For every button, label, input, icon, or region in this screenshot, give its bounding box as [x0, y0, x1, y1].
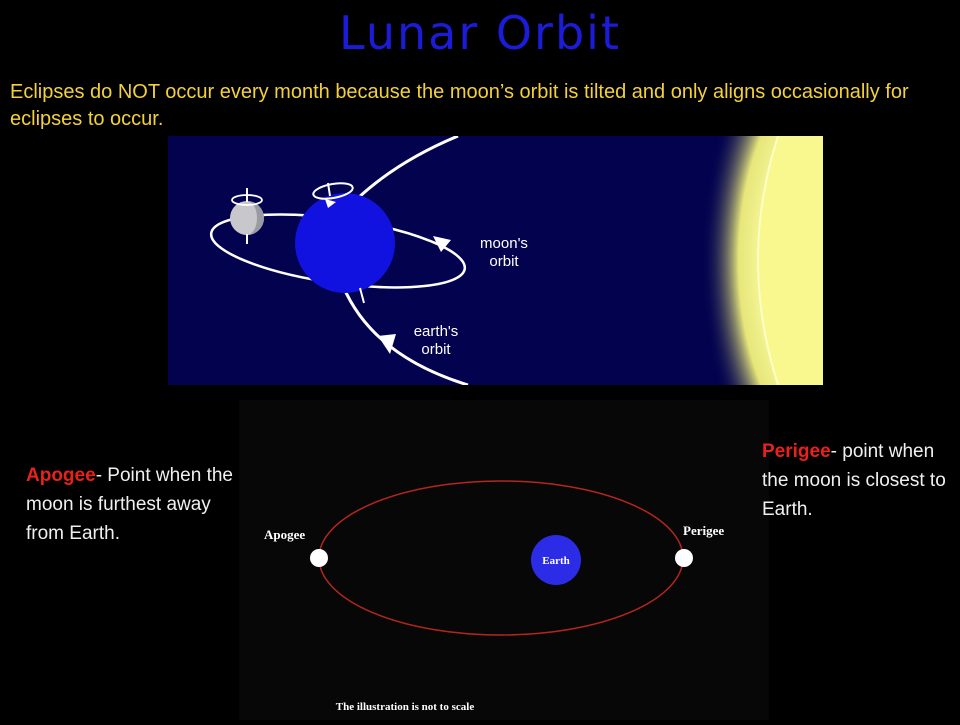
- apogee-definition: - Point when the moon is furthest away f…: [26, 465, 233, 544]
- moon-orbit-arrow: [433, 236, 451, 252]
- perigee-definition: - point when the moon is closest to Eart…: [762, 441, 946, 520]
- apsis-diagram: Earth Apogee Perigee The illustration is…: [239, 400, 769, 720]
- apogee-term: Apogee: [26, 465, 96, 486]
- earth-orbit-arrow: [378, 334, 396, 354]
- earth-orbit-label-1: earth's: [414, 323, 459, 340]
- moon-at-perigee: [675, 549, 693, 567]
- moon: [230, 201, 264, 235]
- perigee-caption: Perigee- point when the moon is closest …: [762, 437, 957, 524]
- apogee-diagram-label: Apogee: [264, 527, 305, 542]
- earth-label: Earth: [542, 555, 570, 567]
- perigee-diagram-label: Perigee: [683, 523, 724, 538]
- earth-circle: [531, 535, 581, 585]
- earth-orbit-arc-upper: [356, 134, 459, 200]
- apsis-svg: Earth Apogee Perigee The illustration is…: [239, 400, 769, 720]
- earth-spin-ring: [312, 182, 354, 200]
- slide-title: Lunar Orbit: [339, 6, 621, 60]
- intro-text: Eclipses do NOT occur every month becaus…: [10, 81, 909, 130]
- moon-orbit-label-1: moon's: [480, 235, 528, 252]
- tilted-orbit-svg: moon's orbit earth's orbit: [168, 134, 823, 387]
- moon-shadow: [247, 201, 264, 235]
- sun-limb: [757, 135, 779, 386]
- apogee-caption: Apogee- Point when the moon is furthest …: [26, 461, 236, 548]
- earth-axis-bottom: [359, 287, 365, 304]
- sun: [758, 136, 823, 385]
- tilted-orbit-diagram: moon's orbit earth's orbit: [168, 134, 823, 387]
- scale-note: The illustration is not to scale: [336, 701, 475, 713]
- perigee-term: Perigee: [762, 441, 831, 462]
- moon-at-apogee: [310, 549, 328, 567]
- earth-spin-arrow: [325, 199, 336, 208]
- earth: [295, 193, 395, 293]
- earth-orbit-label-2: orbit: [421, 341, 451, 358]
- moon-orbit-label-2: orbit: [489, 253, 519, 270]
